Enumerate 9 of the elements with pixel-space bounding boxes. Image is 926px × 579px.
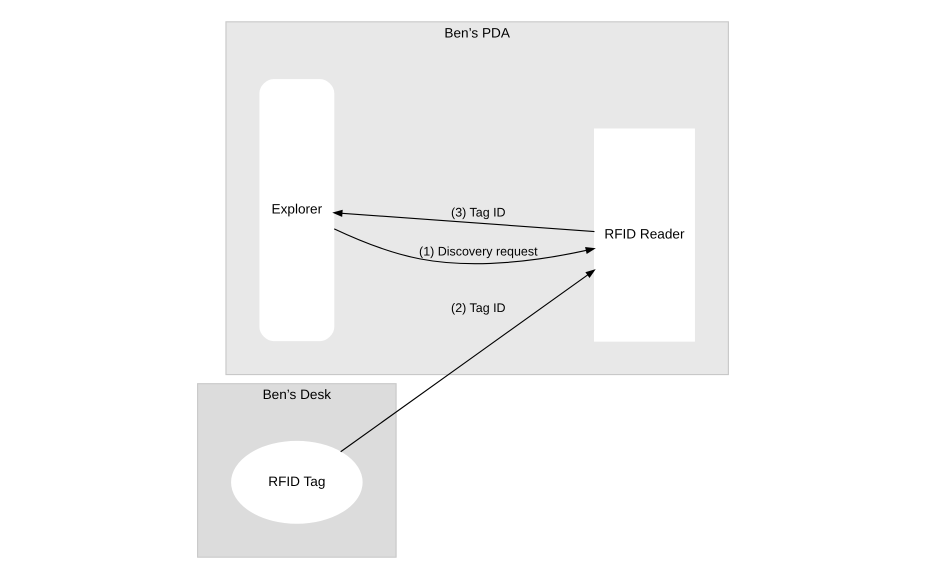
arrow	[332, 210, 594, 232]
node-box: Explorer	[259, 79, 334, 342]
node-ellipse: RFID Tag	[231, 440, 363, 524]
edge-label: (3) Tag ID	[451, 206, 506, 220]
arrow	[334, 228, 596, 264]
arrow	[340, 269, 596, 452]
edge-label: (1) Discovery request	[419, 244, 538, 258]
edge-label: (2) Tag ID	[451, 300, 506, 315]
node-box: RFID Reader	[594, 128, 695, 342]
